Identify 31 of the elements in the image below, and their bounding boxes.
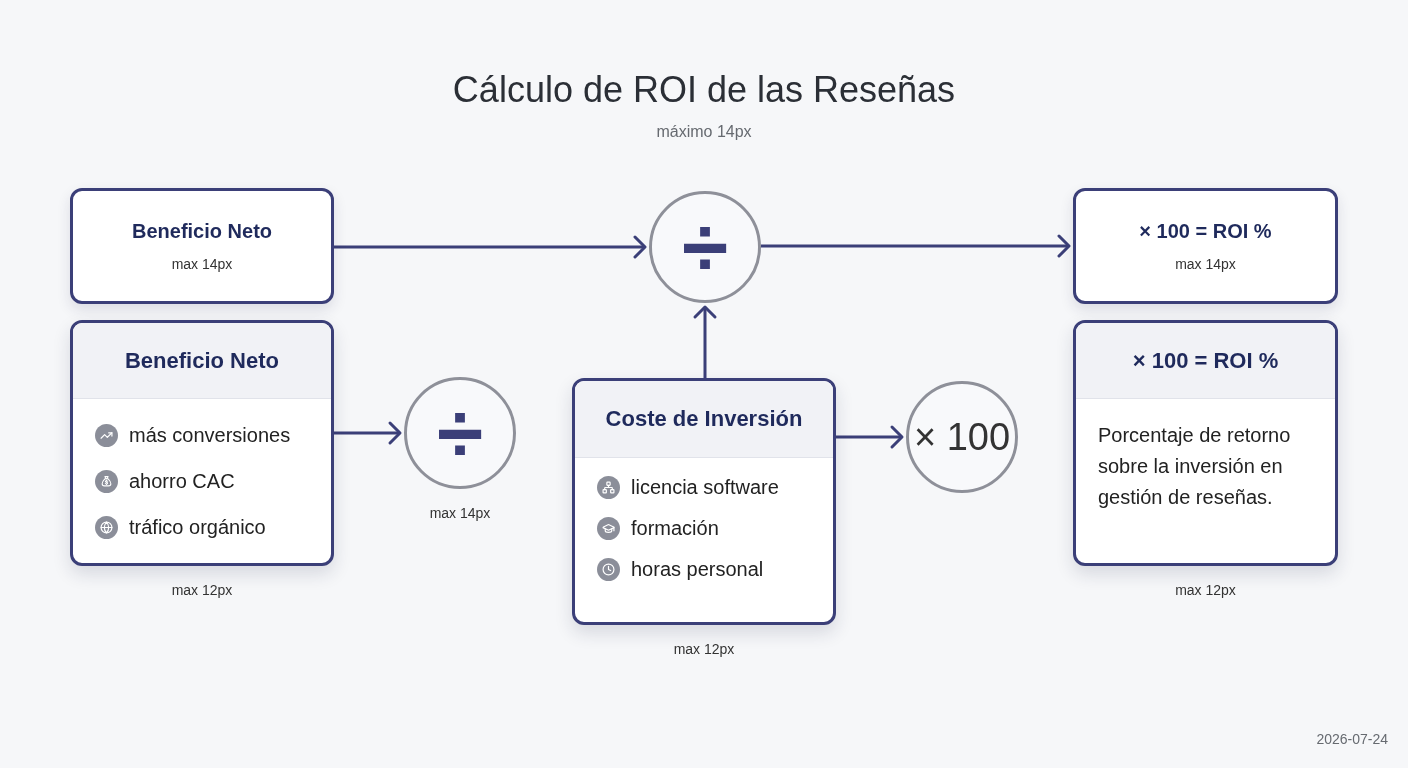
list-item: más conversiones bbox=[129, 423, 291, 448]
description-text: Porcentaje de retorno sobre la inversión en gestión de reseñas. bbox=[1098, 423, 1292, 510]
card-heading: × 100 = ROI % bbox=[1132, 346, 1279, 375]
list-item: tráfico orgánico bbox=[129, 515, 266, 540]
arrow bbox=[693, 305, 717, 378]
size-note: max 12px bbox=[171, 581, 233, 599]
size-note: max 14px bbox=[171, 255, 233, 273]
arrow bbox=[836, 425, 904, 449]
size-note: max 14px bbox=[429, 504, 491, 522]
arrow bbox=[334, 235, 647, 259]
size-note: max 14px bbox=[1175, 255, 1236, 273]
formula-box bbox=[1073, 188, 1338, 304]
division-sign: ÷ bbox=[681, 205, 729, 289]
size-note: max 12px bbox=[673, 640, 735, 658]
arrow bbox=[761, 234, 1071, 258]
box-heading: Beneficio Neto bbox=[132, 219, 272, 243]
list-item: formación bbox=[631, 516, 719, 541]
multiplier-text: × 100 bbox=[913, 418, 1011, 456]
date-text: 2026-07-24 bbox=[1316, 730, 1388, 749]
size-note: max 12px bbox=[1175, 581, 1236, 599]
card-heading: Beneficio Neto bbox=[125, 346, 279, 375]
box-heading: × 100 = ROI % bbox=[1139, 219, 1272, 243]
division-sign: ÷ bbox=[436, 391, 484, 475]
list-item: ahorro CAC bbox=[129, 469, 235, 494]
diagram-title: Cálculo de ROI de las Reseñas bbox=[451, 68, 957, 112]
formula-box bbox=[70, 188, 334, 304]
arrow bbox=[334, 421, 402, 445]
list-item: licencia software bbox=[631, 475, 779, 500]
list-item: horas personal bbox=[631, 557, 764, 582]
subtitle: máximo 14px bbox=[655, 122, 753, 142]
card-heading: Coste de Inversión bbox=[605, 405, 803, 433]
